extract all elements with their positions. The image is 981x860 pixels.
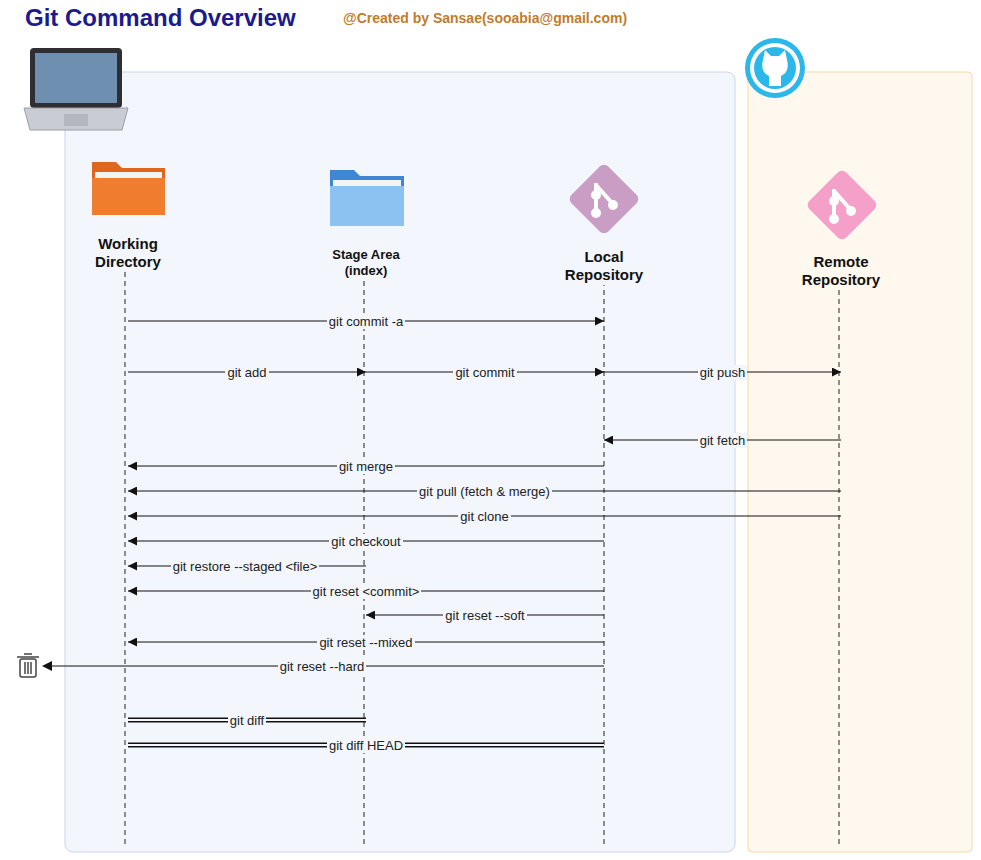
repository-area: Local Repository — [547, 247, 661, 285]
command-label: git commit -a — [327, 314, 405, 329]
area-name: Remote Repository — [786, 253, 896, 289]
command-label: git restore --staged <file> — [171, 559, 320, 574]
folder-blue-icon — [330, 170, 404, 226]
folder-orange-icon — [92, 162, 165, 215]
area-name: Working Directory — [78, 235, 178, 271]
repository-area: Remote Repository — [784, 252, 898, 290]
command-label: git clone — [458, 509, 510, 524]
area-name: Stage Area (index) — [321, 247, 411, 279]
git-icon-local — [567, 162, 641, 236]
github-icon — [745, 38, 805, 98]
git-icon-remote — [805, 168, 879, 242]
repository-area: Working Directory — [76, 234, 180, 272]
command-label: git diff HEAD — [327, 738, 405, 753]
lifelines — [125, 272, 839, 845]
command-label: git merge — [337, 459, 395, 474]
command-label: git reset --soft — [443, 608, 526, 623]
command-label: git reset --hard — [278, 659, 367, 674]
command-label: git push — [698, 365, 748, 380]
laptop-icon — [24, 48, 128, 130]
diagram-title: Git Command Overview — [25, 4, 296, 32]
command-label: git reset --mixed — [317, 635, 414, 650]
command-label: git commit — [453, 365, 516, 380]
author-credit: @Created by Sansae(sooabia@gmail.com) — [343, 10, 627, 26]
repository-area: Stage Area (index) — [319, 246, 413, 280]
command-label: git pull (fetch & merge) — [417, 484, 552, 499]
command-label: git diff — [228, 713, 266, 728]
command-label: git reset <commit> — [311, 584, 422, 599]
command-label: git add — [225, 365, 268, 380]
local-panel — [65, 72, 735, 852]
command-label: git checkout — [329, 534, 402, 549]
trash-icon — [17, 654, 39, 677]
area-name: Local Repository — [549, 248, 659, 284]
command-label: git fetch — [698, 433, 748, 448]
remote-panel — [748, 72, 972, 852]
